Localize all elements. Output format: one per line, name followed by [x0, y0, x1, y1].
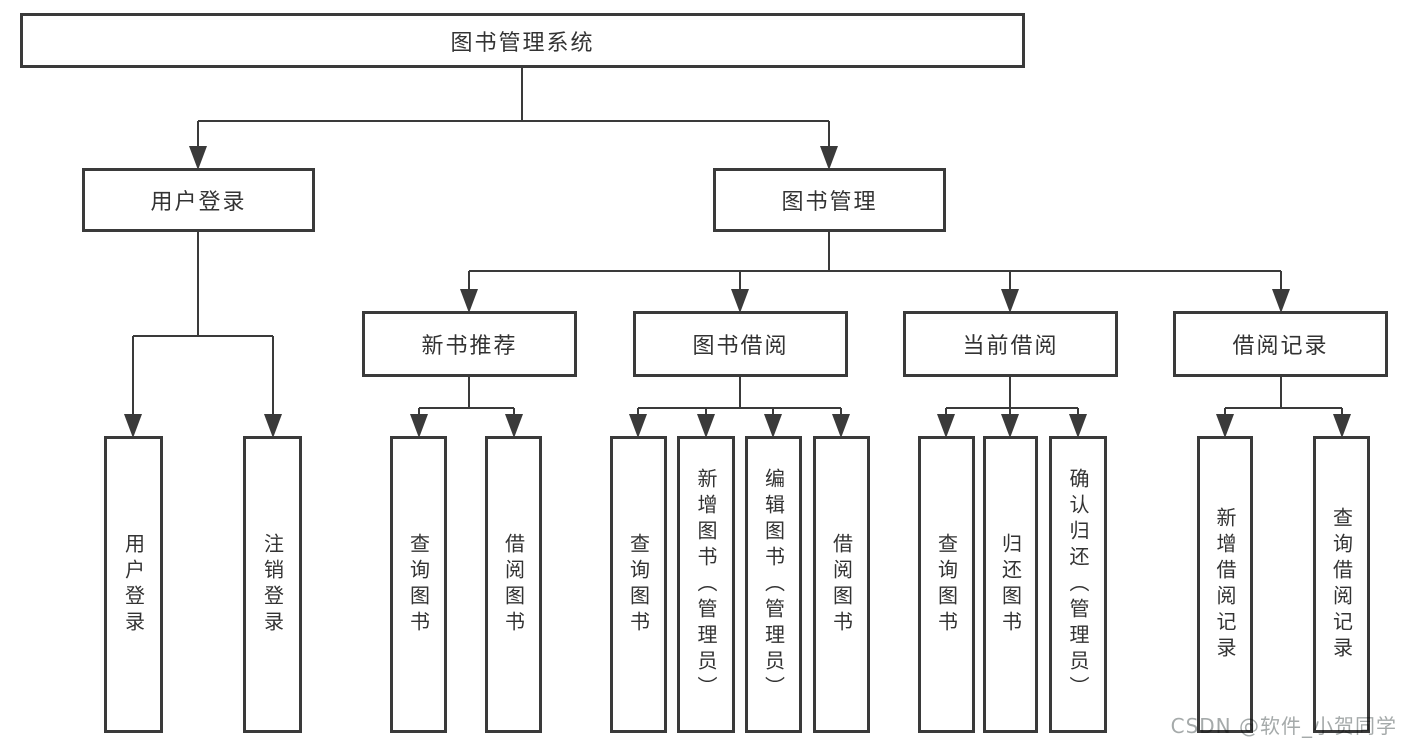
leaf-records-add-record-label: 新增借阅记录 — [1213, 506, 1237, 663]
leaf-borrow-borrow-books: 借阅图书 — [813, 436, 870, 733]
leaf-borrow-add-books-admin-label: 新增图书（管理员） — [694, 467, 718, 702]
leaf-current-query-books-label: 查询图书 — [934, 532, 959, 637]
leaf-user-login-label: 用户登录 — [121, 532, 146, 637]
leaf-logout-label: 注销登录 — [260, 532, 285, 637]
csdn-watermark: CSDN @软件_小贺同学 — [1170, 714, 1397, 738]
leaf-current-confirm-return-admin: 确认归还（管理员） — [1049, 436, 1107, 733]
leaf-current-return-books: 归还图书 — [983, 436, 1038, 733]
node-book-management: 图书管理 — [713, 168, 946, 232]
leaf-borrow-edit-books-admin-label: 编辑图书（管理员） — [761, 467, 786, 702]
node-current-borrow: 当前借阅 — [903, 311, 1118, 377]
node-book-borrow-label: 图书借阅 — [692, 334, 789, 359]
leaf-borrow-query-books: 查询图书 — [610, 436, 667, 733]
leaf-user-login: 用户登录 — [104, 436, 163, 733]
node-new-book-recommend: 新书推荐 — [362, 311, 577, 377]
leaf-recommend-query-books-label: 查询图书 — [406, 532, 431, 637]
node-current-borrow-label: 当前借阅 — [962, 334, 1059, 359]
leaf-logout: 注销登录 — [243, 436, 302, 733]
node-borrow-records: 借阅记录 — [1173, 311, 1388, 377]
leaf-current-confirm-return-admin-label: 确认归还（管理员） — [1066, 467, 1090, 702]
node-book-management-label: 图书管理 — [781, 190, 878, 215]
leaf-borrow-borrow-books-label: 借阅图书 — [829, 532, 854, 637]
node-user-login-label: 用户登录 — [150, 190, 247, 215]
node-borrow-records-label: 借阅记录 — [1232, 334, 1329, 359]
leaf-borrow-query-books-label: 查询图书 — [626, 532, 651, 637]
leaf-recommend-borrow-books-label: 借阅图书 — [501, 532, 526, 637]
leaf-current-query-books: 查询图书 — [918, 436, 975, 733]
leaf-recommend-borrow-books: 借阅图书 — [485, 436, 542, 733]
node-book-borrow: 图书借阅 — [633, 311, 848, 377]
arrowhead-icons — [124, 146, 1351, 438]
node-new-book-recommend-label: 新书推荐 — [421, 334, 518, 359]
leaf-records-query-record: 查询借阅记录 — [1313, 436, 1370, 733]
node-user-login: 用户登录 — [82, 168, 315, 232]
leaf-borrow-add-books-admin: 新增图书（管理员） — [677, 436, 735, 733]
leaf-records-add-record: 新增借阅记录 — [1197, 436, 1253, 733]
node-root: 图书管理系统 — [20, 13, 1025, 68]
leaf-records-query-record-label: 查询借阅记录 — [1329, 506, 1354, 663]
leaf-current-return-books-label: 归还图书 — [998, 532, 1023, 637]
leaf-recommend-query-books: 查询图书 — [390, 436, 447, 733]
leaf-borrow-edit-books-admin: 编辑图书（管理员） — [745, 436, 802, 733]
node-root-label: 图书管理系统 — [450, 30, 595, 56]
